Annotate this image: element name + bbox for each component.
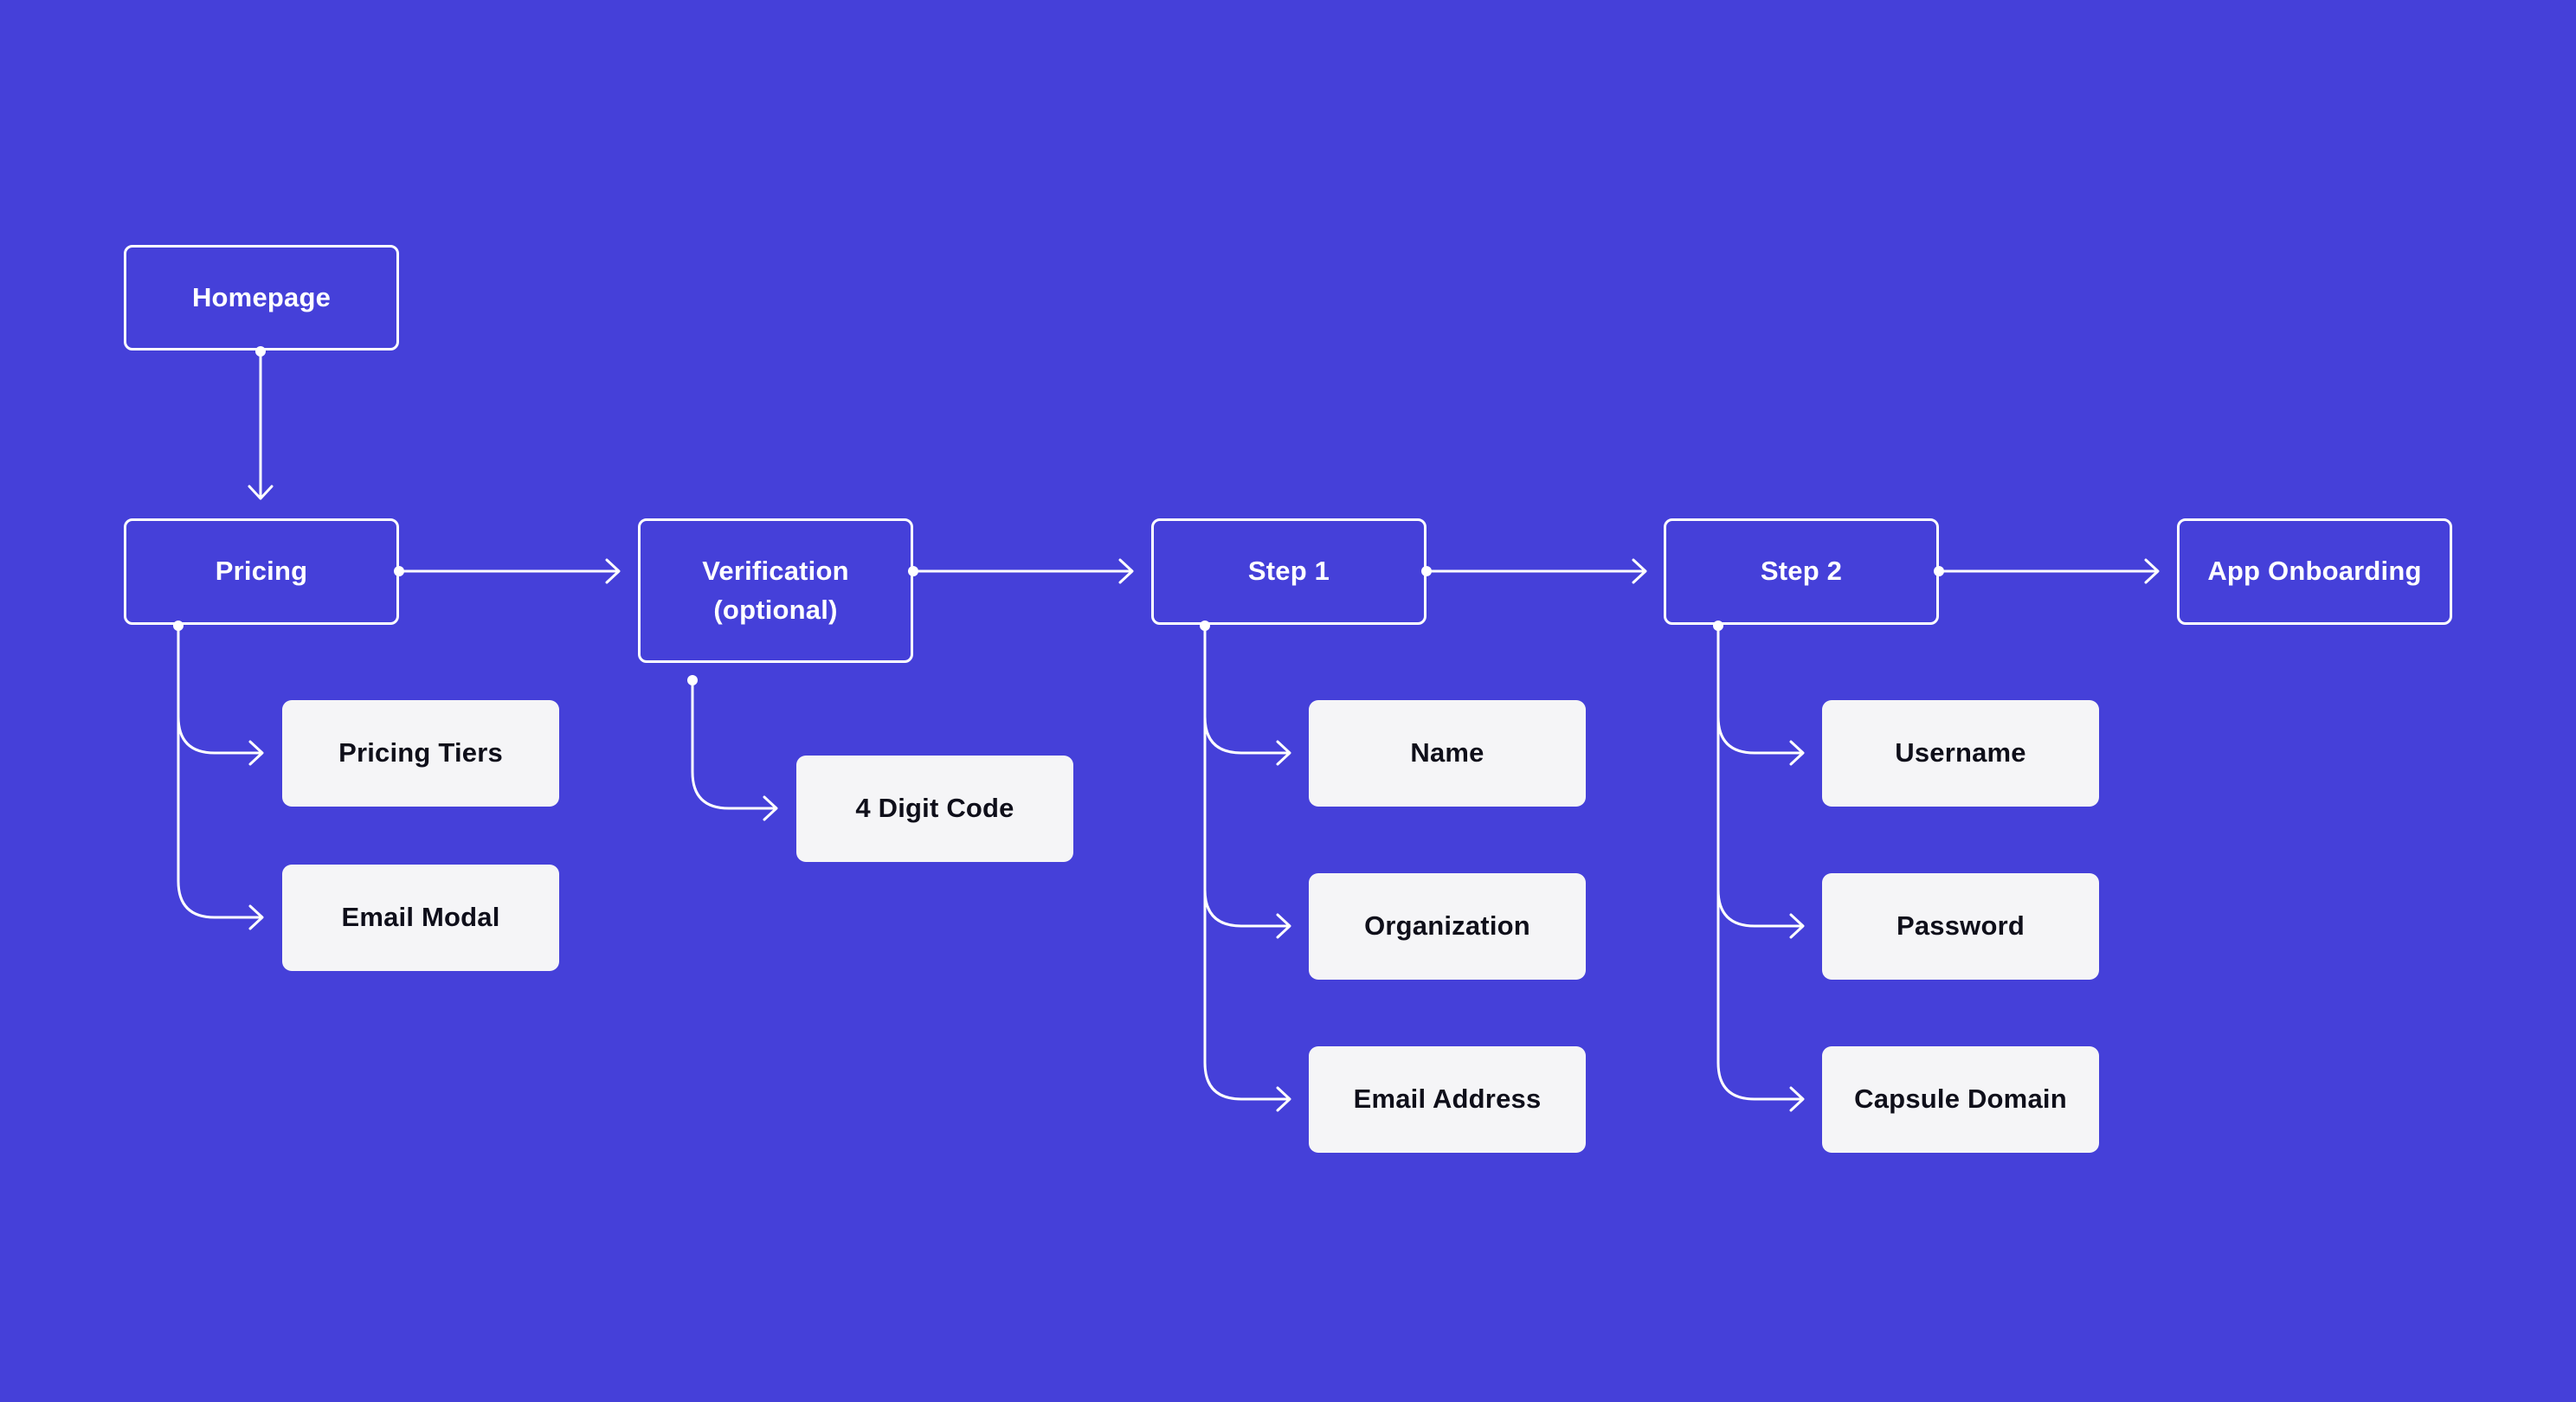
username-label: Username [1895,737,2026,769]
connector-homepage-pricing [248,346,274,500]
password-card: Password [1822,873,2099,980]
connector-pricing-branches [173,621,264,930]
email-address-card: Email Address [1309,1046,1586,1153]
email-modal-label: Email Modal [341,902,500,933]
password-label: Password [1896,910,2025,942]
name-label: Name [1410,737,1484,769]
step2-label: Step 2 [1760,556,1843,587]
connector-verification-step1 [908,558,1134,584]
verification-node: Verification (optional) [638,518,913,663]
connector-step1-step2 [1421,558,1647,584]
pricing-label: Pricing [215,556,308,587]
capsule-domain-card: Capsule Domain [1822,1046,2099,1153]
capsule-domain-label: Capsule Domain [1854,1084,2067,1115]
app-onboarding-label: App Onboarding [2207,556,2422,587]
email-address-label: Email Address [1353,1084,1542,1115]
connector-step2-app-onboarding [1934,558,2160,584]
app-onboarding-node: App Onboarding [2177,518,2452,625]
connector-step1-branches [1200,621,1291,1112]
username-card: Username [1822,700,2099,807]
verification-optional-label: (optional) [713,594,838,625]
pricing-node: Pricing [124,518,399,625]
step2-node: Step 2 [1664,518,1939,625]
homepage-node: Homepage [124,245,399,350]
connector-step2-branches [1713,621,1805,1112]
verification-label: Verification [702,555,849,586]
email-modal-card: Email Modal [282,865,559,971]
name-card: Name [1309,700,1586,807]
four-digit-code-label: 4 Digit Code [855,793,1014,824]
pricing-tiers-label: Pricing Tiers [338,737,503,769]
pricing-tiers-card: Pricing Tiers [282,700,559,807]
four-digit-code-card: 4 Digit Code [796,756,1073,862]
connector-verification-branch [687,675,778,821]
organization-card: Organization [1309,873,1586,980]
organization-label: Organization [1364,910,1530,942]
homepage-label: Homepage [191,281,332,312]
connector-pricing-verification [394,558,621,584]
step1-node: Step 1 [1151,518,1426,625]
step1-label: Step 1 [1247,556,1330,587]
